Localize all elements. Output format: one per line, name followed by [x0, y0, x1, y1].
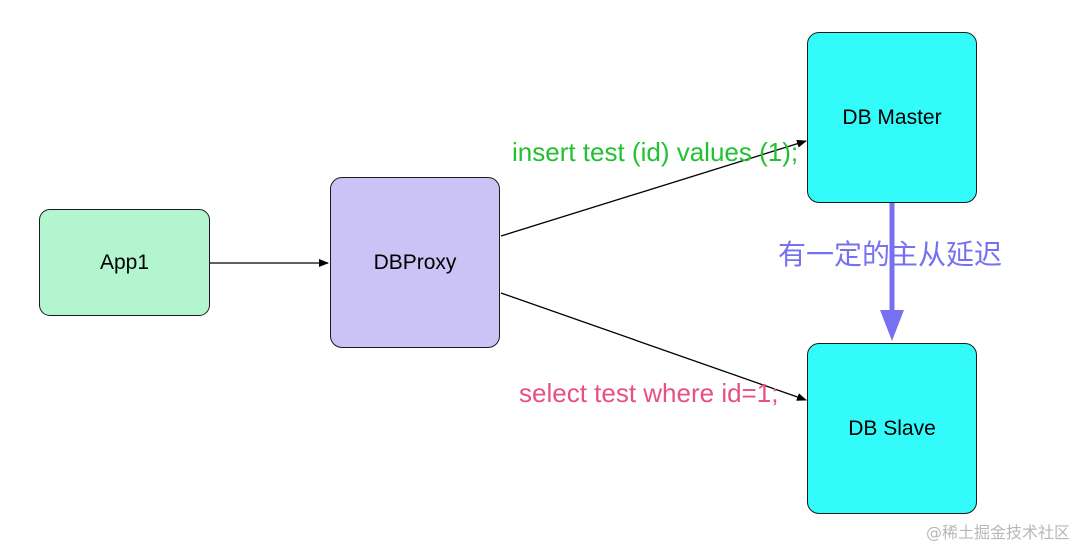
node-app1-label: App1 — [99, 250, 150, 274]
node-db-slave: DB Slave — [807, 343, 977, 514]
edge-label-insert: insert test (id) values (1); — [512, 137, 799, 167]
edge-label-replication-delay: 有一定的主从延迟 — [778, 239, 1003, 270]
edge-proxy-to-master — [500, 139, 807, 237]
node-db-master-label: DB Master — [842, 105, 942, 129]
node-dbproxy-label: DBProxy — [373, 250, 457, 274]
edge-master-to-slave-arrowhead — [880, 310, 904, 341]
node-dbproxy: DBProxy — [330, 177, 500, 348]
edge-label-select: select test where id=1; — [519, 378, 779, 408]
node-db-master: DB Master — [807, 32, 977, 203]
node-db-slave-label: DB Slave — [848, 416, 936, 440]
watermark: @稀土掘金技术社区 — [925, 523, 1070, 542]
node-app1: App1 — [39, 209, 210, 316]
edge-proxy-to-slave — [500, 292, 807, 401]
